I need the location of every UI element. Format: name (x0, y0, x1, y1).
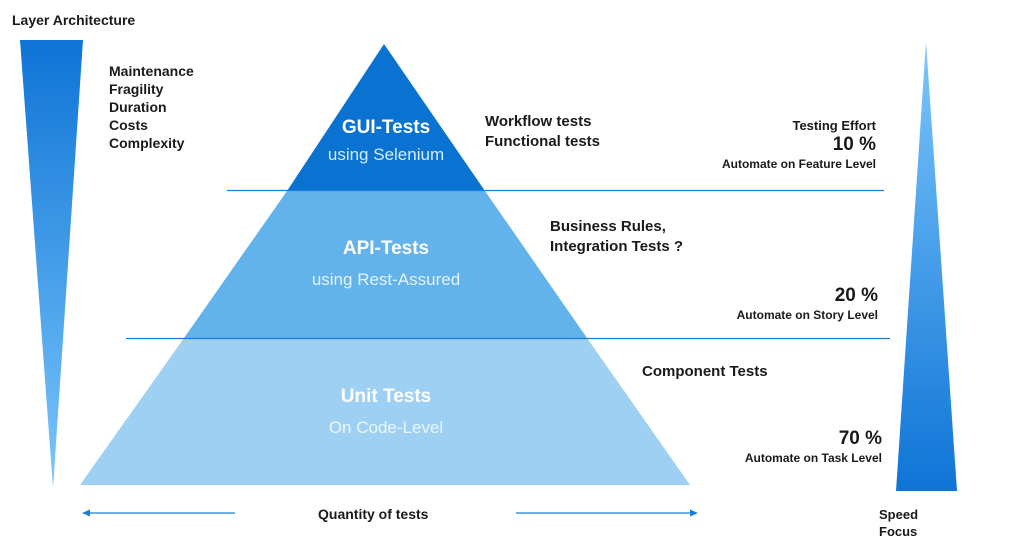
layer-tool-unit: On Code-Level (328, 418, 444, 437)
effort-unit: 70 % Automate on Task Level (745, 427, 882, 465)
effort-gui: Testing Effort 10 % Automate on Feature … (722, 118, 876, 171)
factor-item: Fragility (109, 81, 164, 97)
focus-label: Focus (879, 524, 918, 539)
pyramid-api-layer (184, 191, 587, 338)
effort-percent: 70 % (838, 428, 882, 449)
effort-label: Testing Effort (792, 118, 876, 133)
factor-list: Maintenance Fragility Duration Costs Com… (109, 62, 194, 152)
effort-level: Automate on Feature Level (721, 157, 876, 171)
description-line: Workflow tests (485, 113, 592, 130)
description-line: Functional tests (485, 133, 601, 150)
layer-description-gui: Workflow tests Functional tests (485, 112, 600, 152)
layer-title-api: API-Tests (342, 238, 430, 259)
description-line: Component Tests (642, 363, 768, 380)
factor-item: Costs (109, 117, 148, 133)
effort-level: Automate on Task Level (744, 451, 882, 465)
factor-item: Maintenance (109, 63, 194, 79)
layer-description-api: Business Rules, Integration Tests ? (550, 217, 683, 257)
layer-title-gui: GUI-Tests (341, 117, 431, 138)
effort-level: Automate on Story Level (736, 308, 878, 322)
factor-item: Duration (109, 99, 167, 115)
quantity-axis-label: Quantity of tests (318, 506, 429, 522)
arrow-left-head (82, 509, 90, 517)
complexity-wedge (20, 40, 83, 488)
description-line: Business Rules, (550, 218, 666, 235)
speed-focus-label: Speed Focus (879, 506, 918, 540)
factor-item: Complexity (109, 135, 185, 151)
diagram-title: Layer Architecture (12, 12, 136, 28)
effort-percent: 20 % (834, 285, 878, 306)
pyramid-unit-layer (80, 338, 690, 485)
effort-percent: 10 % (832, 134, 876, 155)
layer-description-unit: Component Tests (642, 362, 768, 382)
pyramid-gui-layer (287, 44, 485, 191)
layer-tool-api: using Rest-Assured (311, 270, 461, 289)
arrow-right-head (690, 509, 698, 517)
layer-title-unit: Unit Tests (340, 386, 432, 407)
speed-wedge (896, 42, 957, 491)
speed-label: Speed (879, 507, 919, 522)
effort-api: 20 % Automate on Story Level (737, 284, 878, 322)
description-line: Integration Tests ? (550, 238, 684, 255)
layer-tool-gui: using Selenium (327, 145, 445, 164)
